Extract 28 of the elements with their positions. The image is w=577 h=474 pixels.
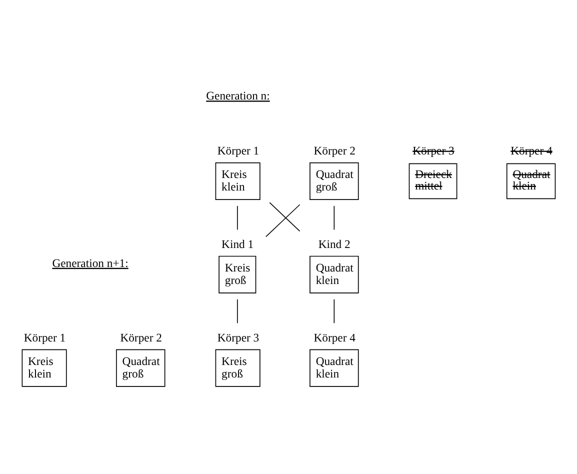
node-label: Kind 1 — [222, 238, 254, 251]
node-box: Kreis groß — [215, 348, 260, 386]
node-label: Körper 3 — [412, 144, 454, 158]
node-box: Quadrat groß — [116, 348, 166, 386]
node-label: Körper 1 — [24, 331, 66, 344]
node-label: Körper 1 — [217, 144, 260, 158]
node-box: Quadrat groß — [310, 162, 359, 200]
connector — [236, 205, 238, 230]
connector — [236, 298, 238, 324]
node-label: Körper 3 — [217, 331, 260, 344]
label: Generation n+1: — [52, 256, 128, 270]
connector — [334, 298, 335, 324]
node-box: Quadrat klein — [310, 255, 359, 293]
node-box: Kreis klein — [22, 348, 67, 386]
node-label: Körper 2 — [120, 331, 162, 344]
node-label: Kind 2 — [318, 238, 350, 251]
node-box: Quadrat klein — [506, 162, 556, 199]
connector — [334, 205, 335, 230]
label: Generation n: — [206, 89, 270, 102]
node-box: Dreieck mittel — [408, 162, 458, 199]
node-box: Kreis groß — [218, 255, 256, 293]
node-label: Körper 2 — [314, 144, 356, 158]
node-box: Quadrat klein — [310, 348, 359, 386]
node-label: Körper 4 — [510, 144, 552, 158]
connector — [269, 202, 300, 232]
node-label: Körper 4 — [314, 331, 356, 344]
connector — [266, 204, 300, 237]
node-box: Kreis klein — [215, 162, 260, 200]
